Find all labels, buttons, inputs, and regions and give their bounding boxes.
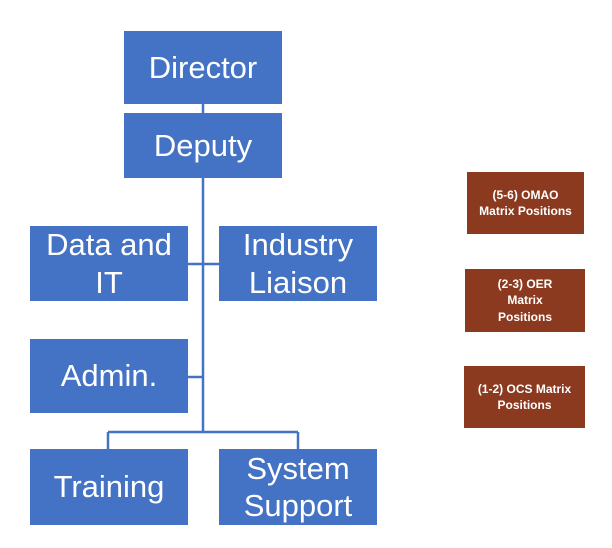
industry-liaison-box: Industry Liaison <box>219 226 377 301</box>
system-support-label: System Support <box>243 450 353 523</box>
director-label: Director <box>148 49 258 85</box>
data-it-label: Data and IT <box>46 227 172 300</box>
data-it-box: Data and IT <box>30 226 188 301</box>
ocs-matrix-box: (1-2) OCS Matrix Positions <box>464 366 585 428</box>
industry-liaison-label: Industry Liaison <box>242 227 354 300</box>
admin-box: Admin. <box>30 339 188 413</box>
deputy-box: Deputy <box>124 113 282 178</box>
training-box: Training <box>30 449 188 525</box>
deputy-label: Deputy <box>153 127 253 163</box>
director-box: Director <box>124 31 282 104</box>
training-label: Training <box>53 469 165 505</box>
system-support-box: System Support <box>219 449 377 525</box>
admin-label: Admin. <box>60 358 158 394</box>
omao-matrix-box: (5-6) OMAO Matrix Positions <box>467 172 584 234</box>
oer-matrix-box: (2-3) OER Matrix Positions <box>465 269 585 332</box>
